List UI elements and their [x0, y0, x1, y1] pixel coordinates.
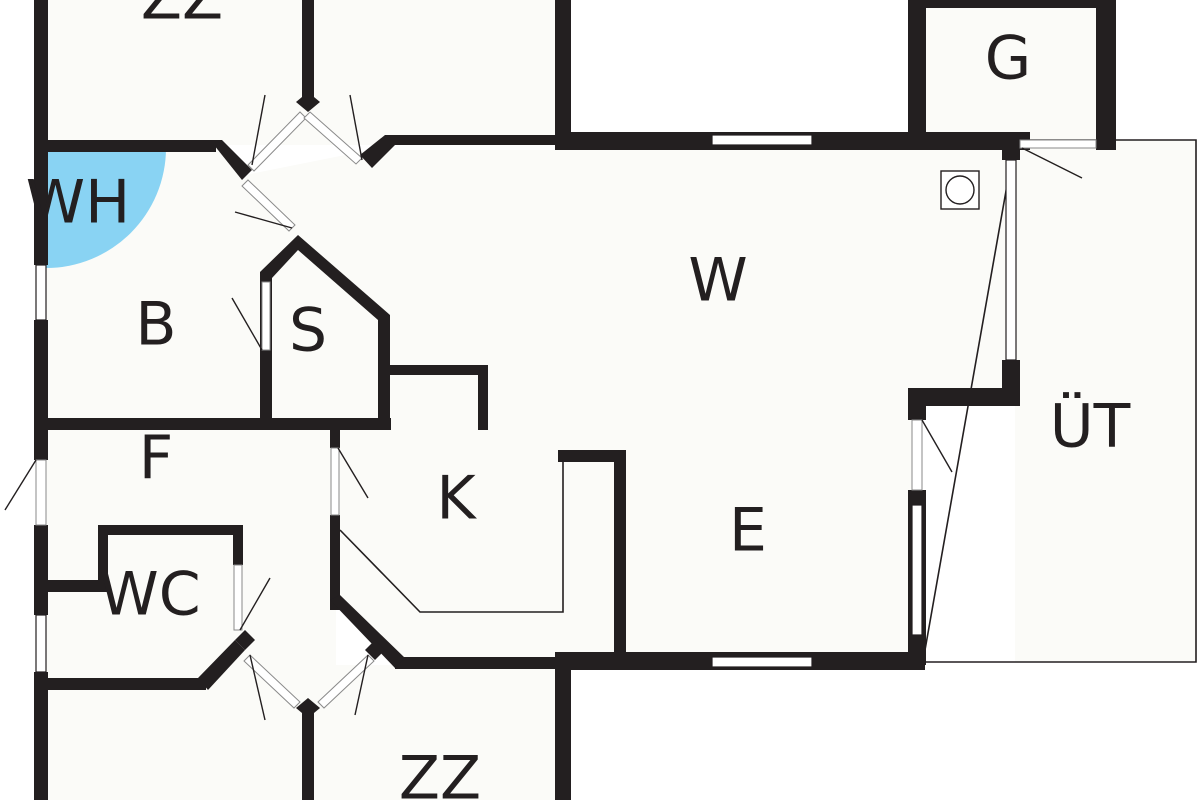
label-zz-bottom: ZZ — [399, 744, 481, 800]
wall-k-diag — [330, 595, 405, 668]
wall-k-left-top — [330, 430, 340, 448]
wall-niche-top — [385, 365, 487, 375]
wall-zz-top-right — [555, 0, 571, 150]
door-swing-top-left — [251, 94, 266, 166]
wall-wc-shelf — [46, 580, 108, 592]
wall-g-left — [908, 0, 926, 150]
wall-wh-diag — [210, 140, 252, 180]
wall-wc-top — [98, 525, 243, 535]
label-wc: WC — [99, 560, 200, 630]
wall-zz-bottom-partition — [302, 705, 314, 800]
wall-k-left — [330, 515, 340, 610]
wall-left-low — [34, 525, 48, 615]
wall-bottom-k — [395, 657, 565, 669]
label-w: W — [688, 246, 747, 316]
kitchen-counter — [339, 460, 564, 613]
wall-e-step-down — [908, 388, 926, 420]
wall-zz-top-tip — [296, 92, 320, 112]
door-swings — [4, 94, 1083, 721]
wall-zz-top-partition — [302, 0, 314, 105]
label-b: B — [135, 290, 176, 360]
wall-wh-top — [46, 140, 216, 152]
door-openings — [35, 111, 1097, 709]
door-k-panel — [330, 447, 340, 516]
wall-s-door-stub — [260, 350, 272, 430]
wall-counter-top — [558, 450, 626, 462]
door-swing-s — [231, 297, 263, 351]
wall-left-bottom — [34, 672, 48, 800]
window-bottom — [711, 656, 813, 668]
window-living-top — [711, 134, 813, 146]
room-zz-bottom2-floor — [306, 665, 560, 800]
wall-wc-diag — [198, 640, 245, 690]
wall-counter-right — [614, 450, 626, 660]
window-left-b — [35, 264, 47, 321]
door-swing-bottom-right — [354, 654, 369, 716]
label-e: E — [729, 496, 767, 566]
walls — [34, 0, 1116, 800]
wall-living-right-top — [1002, 145, 1020, 160]
window-e-right — [911, 504, 923, 636]
wall-left-top — [34, 0, 48, 265]
door-s-panel — [261, 281, 271, 351]
door-top-right-panel — [303, 111, 363, 165]
room-main-floor — [46, 145, 1010, 660]
door-e-panel — [911, 419, 923, 491]
door-g-panel — [1019, 139, 1097, 149]
door-swing-k — [337, 447, 369, 499]
label-ut: ÜT — [1050, 391, 1131, 462]
label-zz-top: ZZ — [141, 0, 223, 34]
wall-wc-right — [233, 525, 243, 565]
label-k: K — [436, 464, 477, 534]
wall-wc-left — [98, 525, 108, 585]
floor-areas — [46, 0, 1197, 800]
wall-hall-bottom-diag-left — [235, 630, 255, 650]
room-zz-top-floor — [46, 0, 308, 145]
door-swing-bottom-left — [249, 654, 266, 721]
heater-icon — [46, 148, 166, 268]
windows — [35, 134, 1017, 673]
door-swing-wc — [239, 577, 271, 631]
room-g-floor — [920, 6, 1110, 141]
wall-zz-bottom-right — [555, 660, 571, 800]
wall-b-bottom — [46, 418, 391, 430]
door-swing-top-right — [349, 94, 363, 161]
door-swing-g — [1021, 147, 1083, 179]
door-f-panel — [35, 459, 47, 526]
wall-g-right — [1096, 0, 1116, 150]
door-swing-b — [234, 211, 293, 229]
wall-wc-bottom — [46, 678, 206, 690]
terrace-outline — [924, 139, 1197, 663]
door-bottom-left-panel — [243, 654, 301, 709]
wall-niche-right — [478, 365, 488, 430]
wall-left-mid — [34, 320, 48, 460]
room-ut-floor — [1015, 140, 1197, 662]
wall-g-top — [908, 0, 1113, 8]
label-f: F — [139, 424, 174, 494]
label-s: S — [289, 296, 327, 366]
label-wh: WH — [26, 168, 130, 238]
room-f-floor — [46, 430, 336, 680]
room-zz-top2-floor — [308, 0, 560, 145]
door-bottom-right-panel — [317, 654, 375, 709]
door-wc-panel — [233, 564, 243, 631]
door-b-panel — [241, 179, 296, 232]
wall-living-top — [385, 135, 560, 145]
room-labels: ZZ G WH W B S ÜT F K E WC ZZ — [26, 0, 1131, 800]
room-zz-bottom-floor — [46, 680, 306, 800]
window-left-wc — [35, 614, 47, 673]
wall-zz-bottom-tip — [296, 698, 320, 718]
wall-e-step — [908, 388, 1020, 406]
door-swing-e — [921, 419, 953, 473]
window-living-right — [1005, 159, 1017, 361]
wall-hall-bottom-diag-right — [365, 640, 385, 660]
door-swing-f — [4, 459, 37, 511]
label-g: G — [985, 24, 1032, 94]
chimney-icon — [940, 170, 980, 210]
